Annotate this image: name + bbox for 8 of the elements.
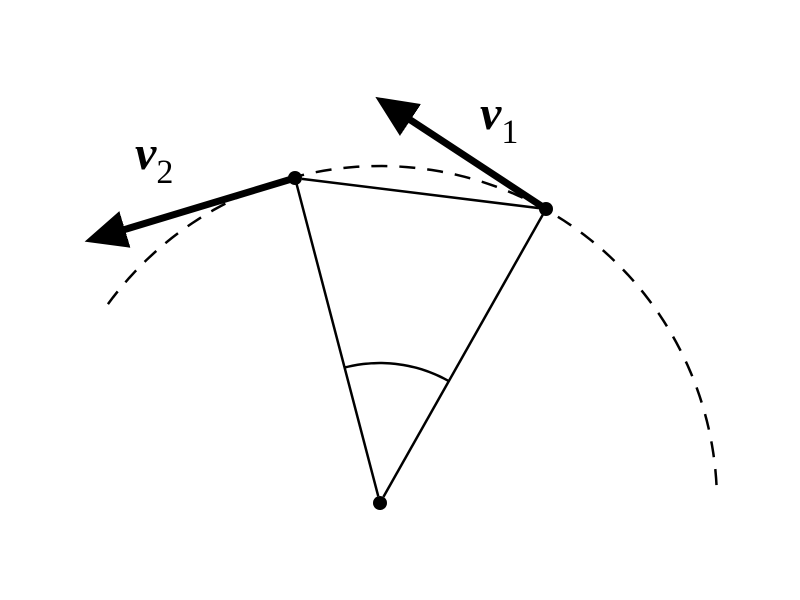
- line-segment: [302, 178, 542, 210]
- point-dot: [373, 496, 387, 510]
- point-dot: [539, 202, 553, 216]
- velocity-label: v$_{1}$: [480, 90, 518, 150]
- velocity-label: v$_{2}$: [135, 130, 174, 190]
- line-segment: [382, 212, 545, 498]
- point-dot: [288, 171, 302, 185]
- line-segment: [295, 182, 380, 497]
